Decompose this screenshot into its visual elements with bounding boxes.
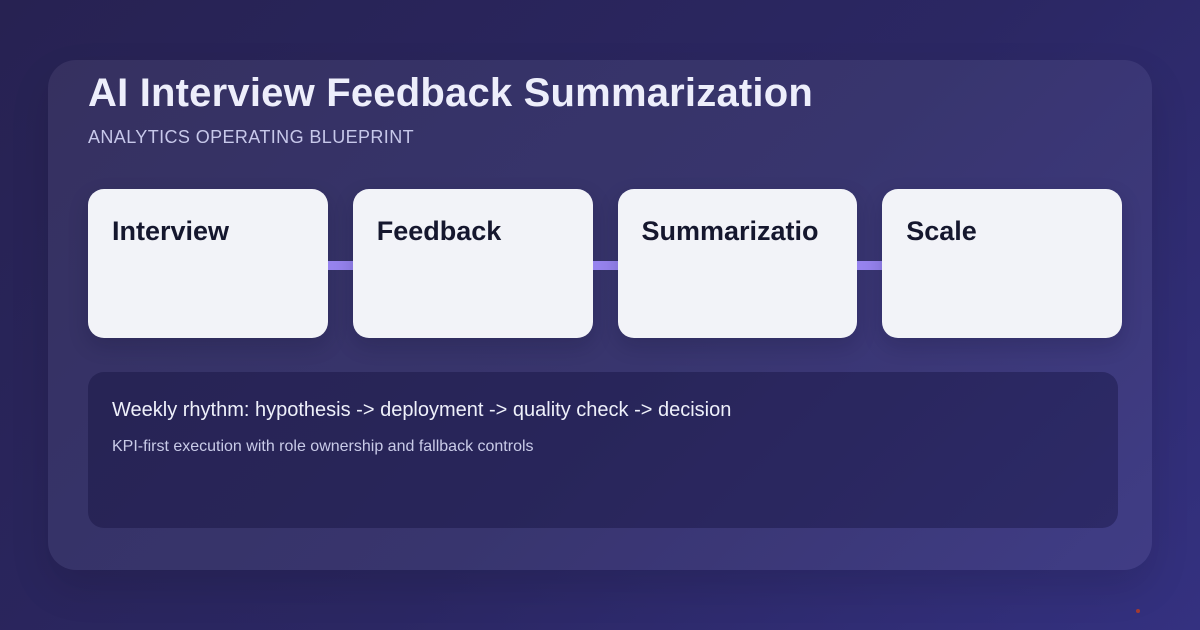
flow-step-summarization: Summarizatio — [617, 189, 858, 338]
weekly-rhythm-text: Weekly rhythm: hypothesis -> deployment … — [112, 399, 732, 421]
kpi-note-text: KPI-first execution with role ownership … — [112, 438, 534, 455]
blueprint-card: AI Interview Feedback Summarization ANAL… — [48, 60, 1152, 570]
flow-step-feedback: Feedback — [352, 189, 593, 338]
flow-step-scale: Scale — [882, 189, 1122, 338]
page-subtitle: ANALYTICS OPERATING BLUEPRINT — [88, 127, 414, 147]
flow-step-label: Summarizatio — [641, 216, 819, 246]
flow-connector — [327, 261, 353, 270]
flow-step-interview: Interview — [88, 189, 328, 338]
summary-panel: Weekly rhythm: hypothesis -> deployment … — [88, 372, 1118, 528]
flow-step-label: Feedback — [376, 216, 502, 246]
flow-diagram: Interview Feedback Summarizatio Scale — [88, 189, 1122, 338]
flow-connector — [592, 261, 618, 270]
flow-step-label: Scale — [906, 216, 977, 246]
flow-step-label: Interview — [112, 216, 230, 246]
flow-connector — [857, 261, 883, 270]
accent-dot — [1136, 609, 1140, 613]
page-title: AI Interview Feedback Summarization — [88, 71, 813, 115]
